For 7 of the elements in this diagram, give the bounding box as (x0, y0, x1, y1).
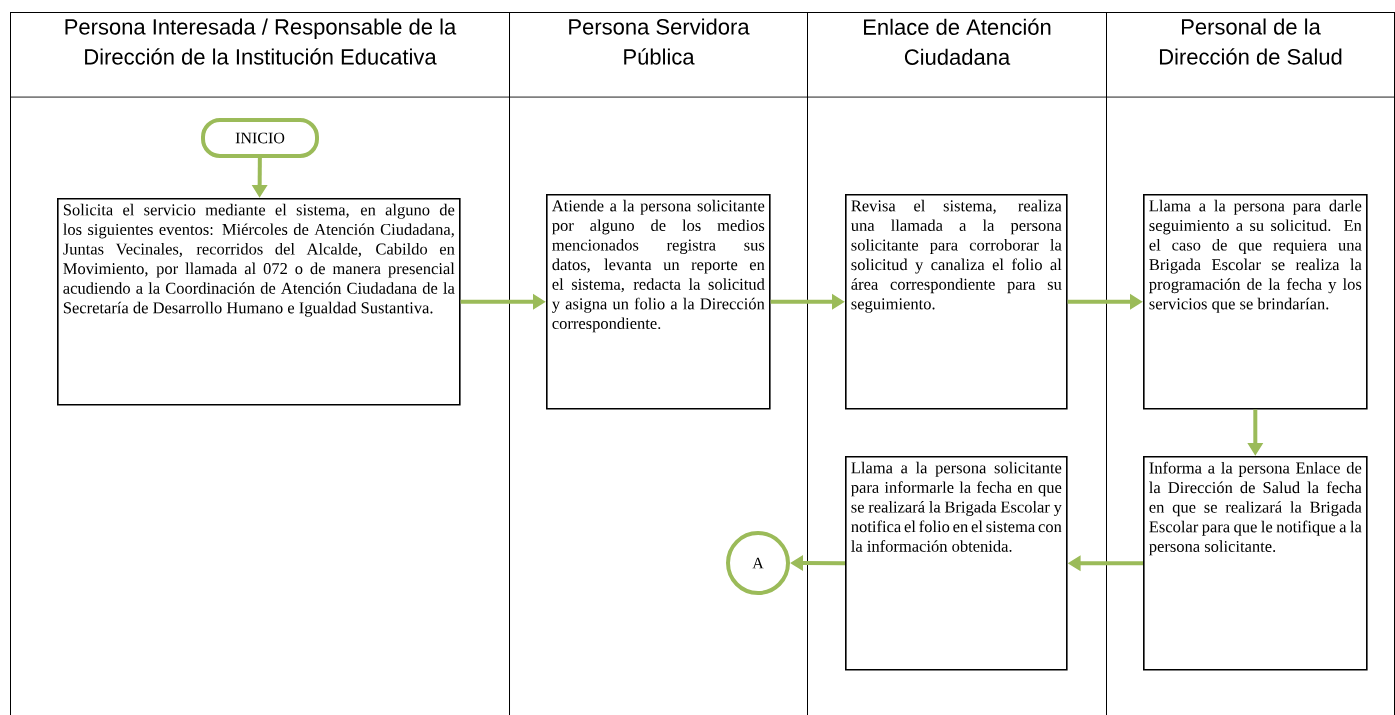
process-box: Llama a la persona para darle seguimiento a su solicitud. En el caso de que requiera una Brigada Escolar se realiza la programación de la fecha y los servicios que se brindarían. (1143, 194, 1368, 410)
process-box: Solicita el servicio mediante el sistema, en alguno de los siguientes eventos: Miércoles de Atención Ciudadana, Juntas Vecinales, recorridos del Alcalde, Cabildo en Movimiento, por llamada al 072 o de manera presencial acudiendo a la Coordinación de Atención Ciudadana de la Secretaría de Desarrollo Humano e Igualdad Sustantiva. (57, 198, 461, 406)
process-box: Atiende a la persona solicitante por alguno de los medios mencionados registra sus datos, levanta un reporte en el sistema, redacta la solicitud y asigna un folio a la Dirección correspondiente. (546, 194, 771, 410)
process-box: Llama a la persona solicitante para informarle la fecha en que se realizará la Brigada Escolar y notifica el folio en el sistema con la información obtenida. (845, 456, 1068, 671)
process-box: Revisa el sistema, realiza una llamada a la persona solicitante para corroborar la solicitud y canaliza el folio al área correspondiente para su seguimiento. (845, 194, 1068, 410)
process-box: Informa a la persona Enlace de la Dirección de Salud la fecha en que se realizará la Brigada Escolar para que le notifique a la persona solicitante. (1143, 456, 1368, 671)
start-terminal: INICIO (201, 118, 319, 158)
